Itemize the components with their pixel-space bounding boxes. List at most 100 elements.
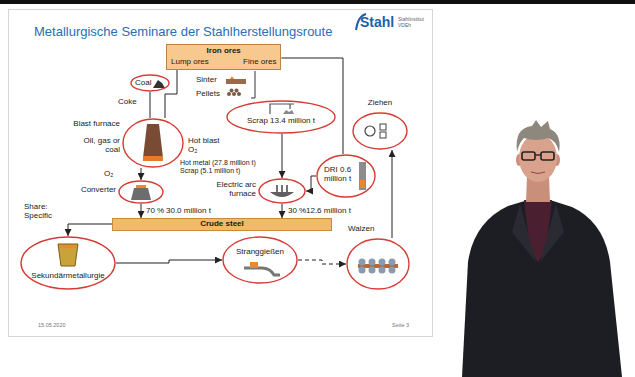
diagram-label: O₂ — [104, 170, 113, 179]
dri-ellipse: DRI 0.6 million t — [316, 154, 376, 198]
node-text: Iron ores — [171, 47, 276, 56]
arc-furnace-icon — [270, 185, 294, 197]
pellets-icon — [227, 92, 231, 96]
converter-icon — [131, 185, 151, 200]
diagram-label: 12.6 million t — [306, 207, 351, 216]
ellipse-outline — [118, 180, 164, 204]
rolling-mill-icon — [369, 267, 376, 274]
presenter — [522, 152, 535, 160]
diagram-label: Share: — [24, 203, 48, 212]
converter-ellipse: Converter — [118, 180, 164, 204]
presenter — [540, 204, 564, 262]
diagram-label: 70 % — [146, 207, 164, 216]
pellets-icon — [232, 92, 236, 96]
pellets-icon — [227, 89, 241, 97]
flow-connector — [282, 134, 283, 178]
rolling-mill-icon — [358, 259, 398, 274]
presenter — [519, 134, 557, 182]
sinter-icon — [226, 79, 246, 84]
blast-furnace-icon — [143, 124, 163, 158]
ellipse-outline — [131, 75, 169, 91]
node-text: Converter — [76, 186, 116, 195]
pellets-icon — [235, 89, 239, 93]
video-top-bar — [0, 0, 635, 4]
diagram-label: 15.05.2020 — [38, 322, 66, 328]
flow-connector — [281, 58, 343, 154]
wire-drawing-icon — [365, 124, 386, 138]
node-text: Lump ores — [171, 58, 209, 67]
coal-pile-icon — [153, 80, 165, 88]
shaft-furnace-icon — [359, 162, 366, 190]
flow-connector — [392, 150, 393, 238]
rolling-mill-icon — [369, 259, 376, 266]
flow-connector — [116, 260, 222, 263]
diagram-label: Hot blast — [188, 137, 220, 146]
blast-furnace-ellipse: Blast furnace — [122, 118, 184, 168]
presenter — [517, 120, 560, 152]
ellipse-outline — [21, 237, 115, 289]
flow-connector — [282, 204, 283, 218]
diagram-label: Oil, gas or coal — [82, 137, 120, 155]
converter-icon — [131, 188, 151, 200]
presenter — [462, 120, 622, 377]
sinter-icon — [226, 77, 246, 85]
diagram-label: Specific — [24, 212, 52, 221]
ellipse-outline — [123, 119, 183, 167]
ellipse-outline — [353, 113, 407, 149]
ellipse-outline — [317, 155, 375, 197]
pellets-icon — [230, 89, 234, 93]
ellipse-outline — [227, 101, 335, 133]
node-text: Stranggießen — [236, 248, 284, 257]
ladle-icon — [58, 244, 78, 266]
flow-connector — [141, 168, 142, 180]
slide-title: Metallurgische Seminare der Stahlherstel… — [34, 24, 332, 40]
rolling-mill-icon — [389, 259, 396, 266]
flow-connector — [298, 260, 346, 264]
wire-drawing-icon — [380, 124, 386, 130]
shaft-furnace-icon — [360, 180, 365, 188]
presenter — [541, 152, 554, 160]
ellipse-outline — [259, 179, 305, 203]
node-text: DRI 0.6 million t — [324, 166, 358, 184]
diagram-label: Scrap (5.1 million t) — [180, 167, 240, 175]
arc-furnace-icon — [270, 192, 294, 197]
ellipse-outline — [119, 181, 163, 203]
diagram-label: 30.0 million t — [166, 207, 211, 216]
diagram-label: Seite 3 — [392, 322, 409, 328]
diagram-label: Pellets — [196, 90, 220, 99]
rolling-mill-icon — [359, 267, 366, 274]
rolling-mill-icon — [379, 267, 386, 274]
ore-feed-line — [251, 71, 255, 98]
arc-furnace-icon — [277, 185, 287, 192]
ellipse-outline — [222, 236, 298, 284]
presenter — [531, 172, 545, 174]
node-text: Sekundärmetallurgie — [31, 272, 104, 281]
presenter — [524, 200, 552, 262]
flow-connector — [306, 176, 316, 191]
ellipse-outline — [346, 238, 410, 290]
coal-pile-icon — [153, 80, 165, 88]
caster-icon — [244, 262, 280, 275]
diagram-label: Stahlinstitut VDEh — [398, 17, 430, 28]
ore-feed-line — [251, 71, 255, 98]
node-text: Walzen — [348, 225, 374, 234]
node-text: Blast furnace — [70, 120, 120, 129]
wire-drawing-icon — [380, 132, 386, 138]
ellipse-outline — [347, 239, 409, 289]
scrap-crane-icon — [270, 104, 294, 114]
caster-icon — [244, 268, 280, 275]
ellipse-outline — [122, 118, 184, 168]
ladle-icon — [60, 245, 76, 248]
wire-drawing-icon — [365, 126, 375, 136]
ellipse-outline — [352, 112, 408, 150]
scrap-crane-icon — [283, 110, 294, 114]
flow-connector — [165, 70, 177, 118]
arc-furnace-ellipse: Electric arc furnace — [258, 178, 306, 204]
ellipse-outline — [20, 236, 116, 290]
flow-connector — [150, 92, 151, 118]
scrap-ellipse: Scrap 13.4 million t — [226, 100, 336, 134]
presenter — [535, 154, 541, 155]
diagram-label: Hot metal (27.8 million t) — [180, 159, 256, 167]
sinter-icon — [230, 77, 234, 80]
node-text: Electric arc furnace — [210, 181, 256, 199]
